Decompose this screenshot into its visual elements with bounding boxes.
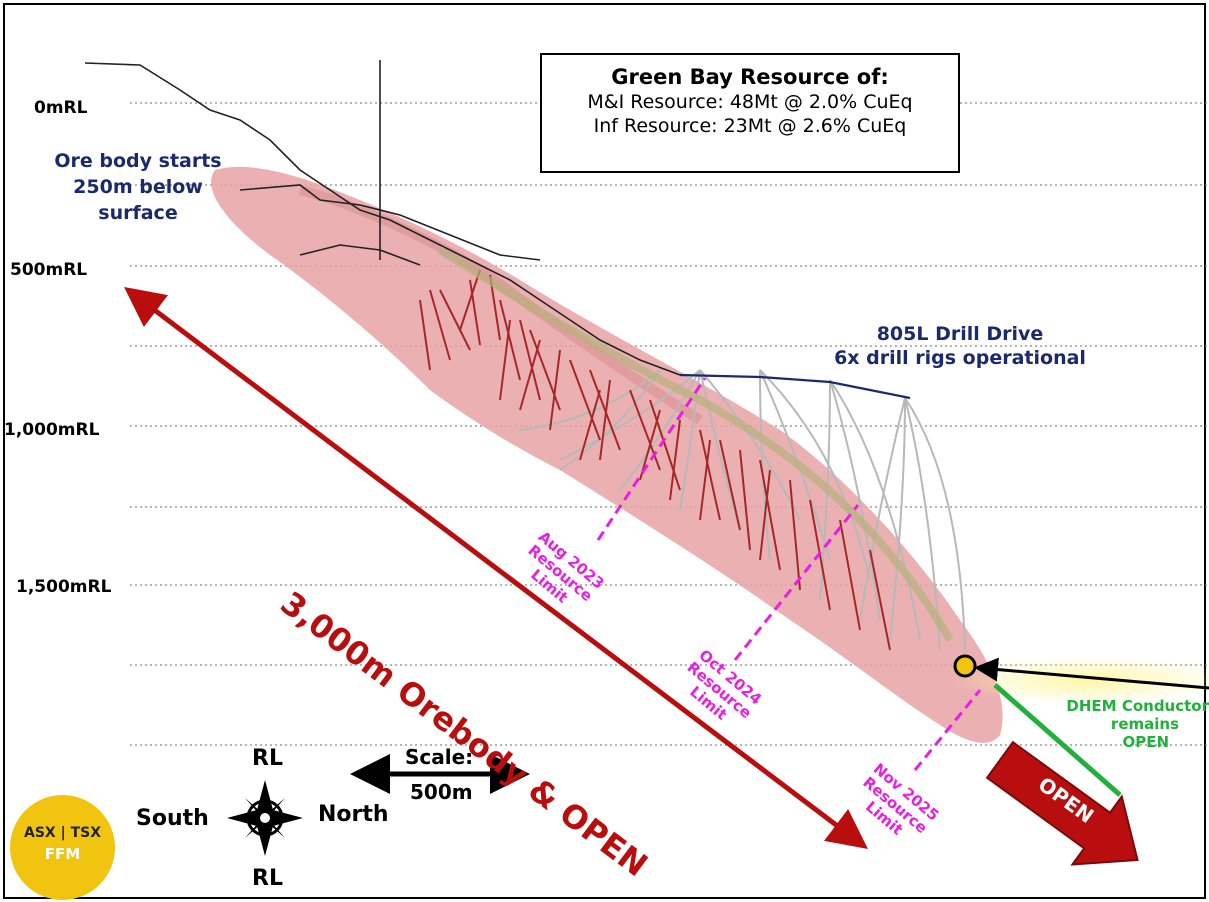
orebody-note-line2: 250m below — [73, 176, 203, 198]
orebody-depth-note: Ore body starts 250m below surface — [28, 148, 248, 226]
level-label-0: 0mRL — [34, 98, 88, 118]
compass-icon — [227, 780, 303, 856]
compass-right-label: North — [318, 802, 389, 827]
drill-drive-line1: 805L Drill Drive — [876, 323, 1044, 345]
dhem-line2: remains — [1110, 715, 1179, 733]
ticker-line: FFM — [44, 845, 81, 863]
exchange-line: ASX | TSX — [24, 825, 101, 841]
dhem-target-point — [953, 654, 977, 678]
orebody-note-line1: Ore body starts — [54, 150, 222, 172]
scale-title: Scale: — [405, 745, 474, 769]
drill-drive-line2: 6x drill rigs operational — [834, 347, 1086, 369]
dhem-pointer-arrow — [974, 657, 1209, 690]
figure-frame — [3, 3, 1206, 899]
level-label-500: 500mRL — [10, 260, 88, 280]
orebody-note-line3: surface — [98, 202, 178, 224]
resource-inf: Inf Resource: 23Mt @ 2.6% CuEq — [593, 115, 907, 137]
dhem-conductor-line — [993, 683, 1122, 797]
open-arrow — [985, 740, 1139, 866]
drill-drive-note: 805L Drill Drive 6x drill rigs operation… — [810, 322, 1110, 370]
compass-bottom-label: RL — [252, 866, 283, 891]
compass-left-label: South — [136, 806, 209, 831]
orebody-length-arrow — [124, 286, 868, 850]
resource-summary-box: Green Bay Resource of: M&I Resource: 48M… — [540, 53, 960, 173]
resource-mi: M&I Resource: 48Mt @ 2.0% CuEq — [587, 91, 913, 113]
limit-line-nov-2025 — [913, 689, 982, 771]
dhem-glow — [950, 656, 1209, 704]
dhem-line1: DHEM Conductor — [1066, 697, 1209, 715]
level-label-1500: 1,500mRL — [16, 577, 112, 597]
resource-title: Green Bay Resource of: — [611, 65, 889, 89]
exchange-badge: ASX | TSX FFM — [10, 795, 115, 900]
dhem-label: DHEM Conductor remains OPEN — [1030, 697, 1209, 751]
compass-top-label: RL — [252, 746, 283, 771]
scale-length: 500m — [410, 780, 473, 804]
level-label-1000: 1,000mRL — [4, 420, 100, 440]
dhem-line3: OPEN — [1122, 733, 1169, 751]
